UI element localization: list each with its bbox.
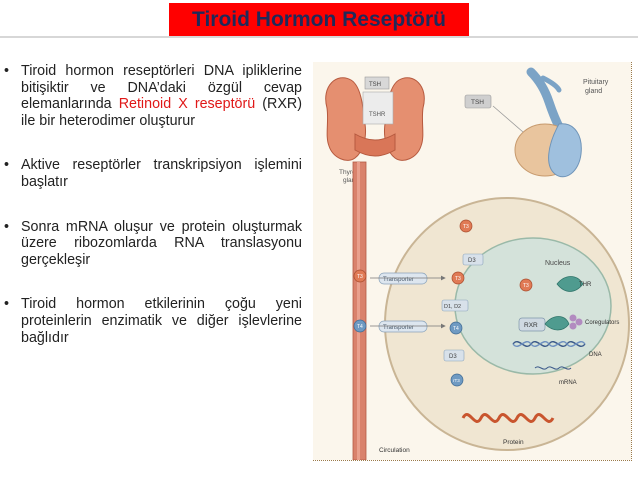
transporter-label: Transporter: [383, 325, 414, 331]
thr-receptor: THR: [556, 276, 592, 292]
d3-label: D3: [449, 354, 457, 360]
t3-molecule: T3: [519, 278, 533, 292]
dna-label: DNA: [589, 352, 602, 358]
t3-label: T3: [455, 276, 461, 282]
bullet-marker: •: [4, 157, 10, 174]
bullet-item: • Tiroid hormon reseptörleri DNA iplikle…: [4, 63, 302, 129]
transporter-label: Transporter: [383, 277, 414, 283]
blood-vessel: [352, 161, 367, 461]
d1d2-label: D1, D2: [444, 304, 461, 310]
protein-label: Protein: [503, 439, 524, 446]
t3-label: T3: [463, 224, 469, 230]
circulation-label: Circulation: [379, 447, 410, 454]
bullet-list: • Tiroid hormon reseptörleri DNA iplikle…: [4, 63, 302, 374]
d3-enzyme: D3: [443, 349, 465, 362]
tsh-receptor-label: TSH: [369, 82, 381, 88]
slide-title: Tiroid Hormon Reseptörü: [192, 7, 446, 31]
rt3-label: rT3: [453, 378, 460, 383]
bullet-marker: •: [4, 218, 10, 235]
t3-label: T3: [357, 274, 363, 280]
mrna-strand: mRNA: [534, 366, 577, 386]
bullet-item: • Tiroid hormon etkilerinin çoğu yeni pr…: [4, 296, 302, 346]
mrna-label: mRNA: [559, 380, 577, 386]
t4-molecule: T4: [353, 319, 367, 333]
t3-molecule: T3: [459, 219, 473, 233]
t3-label: T3: [523, 283, 529, 289]
figure-illustration: Pituitary gland TSH TSH TSHR Thyroid gla…: [313, 62, 631, 461]
coregulators: Coregulators: [569, 314, 619, 330]
target-cell: Nucleus: [384, 197, 630, 451]
tsh-label: TSH: [471, 99, 484, 106]
t4-label: T4: [453, 326, 459, 332]
bullet-text: Tiroid hormon etkilerinin çoğu yeni prot…: [21, 296, 302, 346]
d3-label: D3: [468, 258, 476, 264]
bullet-marker: •: [4, 296, 10, 313]
bullet-text: Tiroid hormon reseptörleri DNA iplikleri…: [21, 63, 302, 113]
rxr-complex: RXR: [518, 316, 570, 332]
t4-molecule: T4: [449, 321, 463, 335]
rxr-label: RXR: [524, 322, 538, 329]
bullet-marker: •: [4, 63, 10, 79]
rt3-molecule: rT3: [450, 373, 464, 387]
transporter-bottom: Transporter: [370, 320, 446, 333]
coregulators-label: Coregulators: [585, 320, 619, 326]
thyroid-label: gland: [343, 177, 359, 184]
thyroid-label: Thyroid: [339, 169, 361, 176]
bullet-text: (RXR) ile bir heterodimer oluşturur: [21, 96, 302, 129]
tsh-signal: TSH TSH: [364, 76, 524, 133]
pituitary-label: gland: [585, 88, 602, 95]
nucleus-label: Nucleus: [545, 260, 571, 267]
title-divider: [0, 36, 638, 38]
t3-molecule: T3: [451, 271, 465, 285]
t3-molecule: T3: [353, 269, 367, 283]
bullet-highlight: Retinoid X reseptörü: [118, 96, 256, 113]
bullet-item: • Aktive reseptörler transkripsiyon işle…: [4, 157, 302, 190]
t4-label: T4: [357, 324, 363, 330]
d1d2-enzyme: D1, D2: [441, 299, 469, 312]
tshr-label: TSHR: [369, 112, 386, 118]
bullet-item: • Sonra mRNA oluşur ve protein oluşturma…: [4, 219, 302, 269]
thyroid-gland: TSHR Thyroid gland: [325, 77, 425, 184]
thyroid-hormone-figure: Pituitary gland TSH TSH TSHR Thyroid gla…: [313, 62, 632, 461]
pituitary-label: Pituitary: [583, 79, 609, 86]
title-banner: Tiroid Hormon Reseptörü: [169, 3, 469, 36]
dna-strand: DNA: [512, 341, 602, 358]
bullet-text: Sonra mRNA oluşur ve protein oluşturmak …: [21, 218, 302, 268]
transporter-top: Transporter: [370, 272, 446, 285]
bullet-text: Aktive reseptörler transkripsiyon işlemi…: [21, 157, 302, 190]
protein-chain: Protein: [461, 413, 555, 446]
d3-enzyme: D3: [462, 253, 484, 266]
pituitary-gland: Pituitary gland: [514, 67, 609, 178]
thr-label: THR: [579, 282, 592, 288]
